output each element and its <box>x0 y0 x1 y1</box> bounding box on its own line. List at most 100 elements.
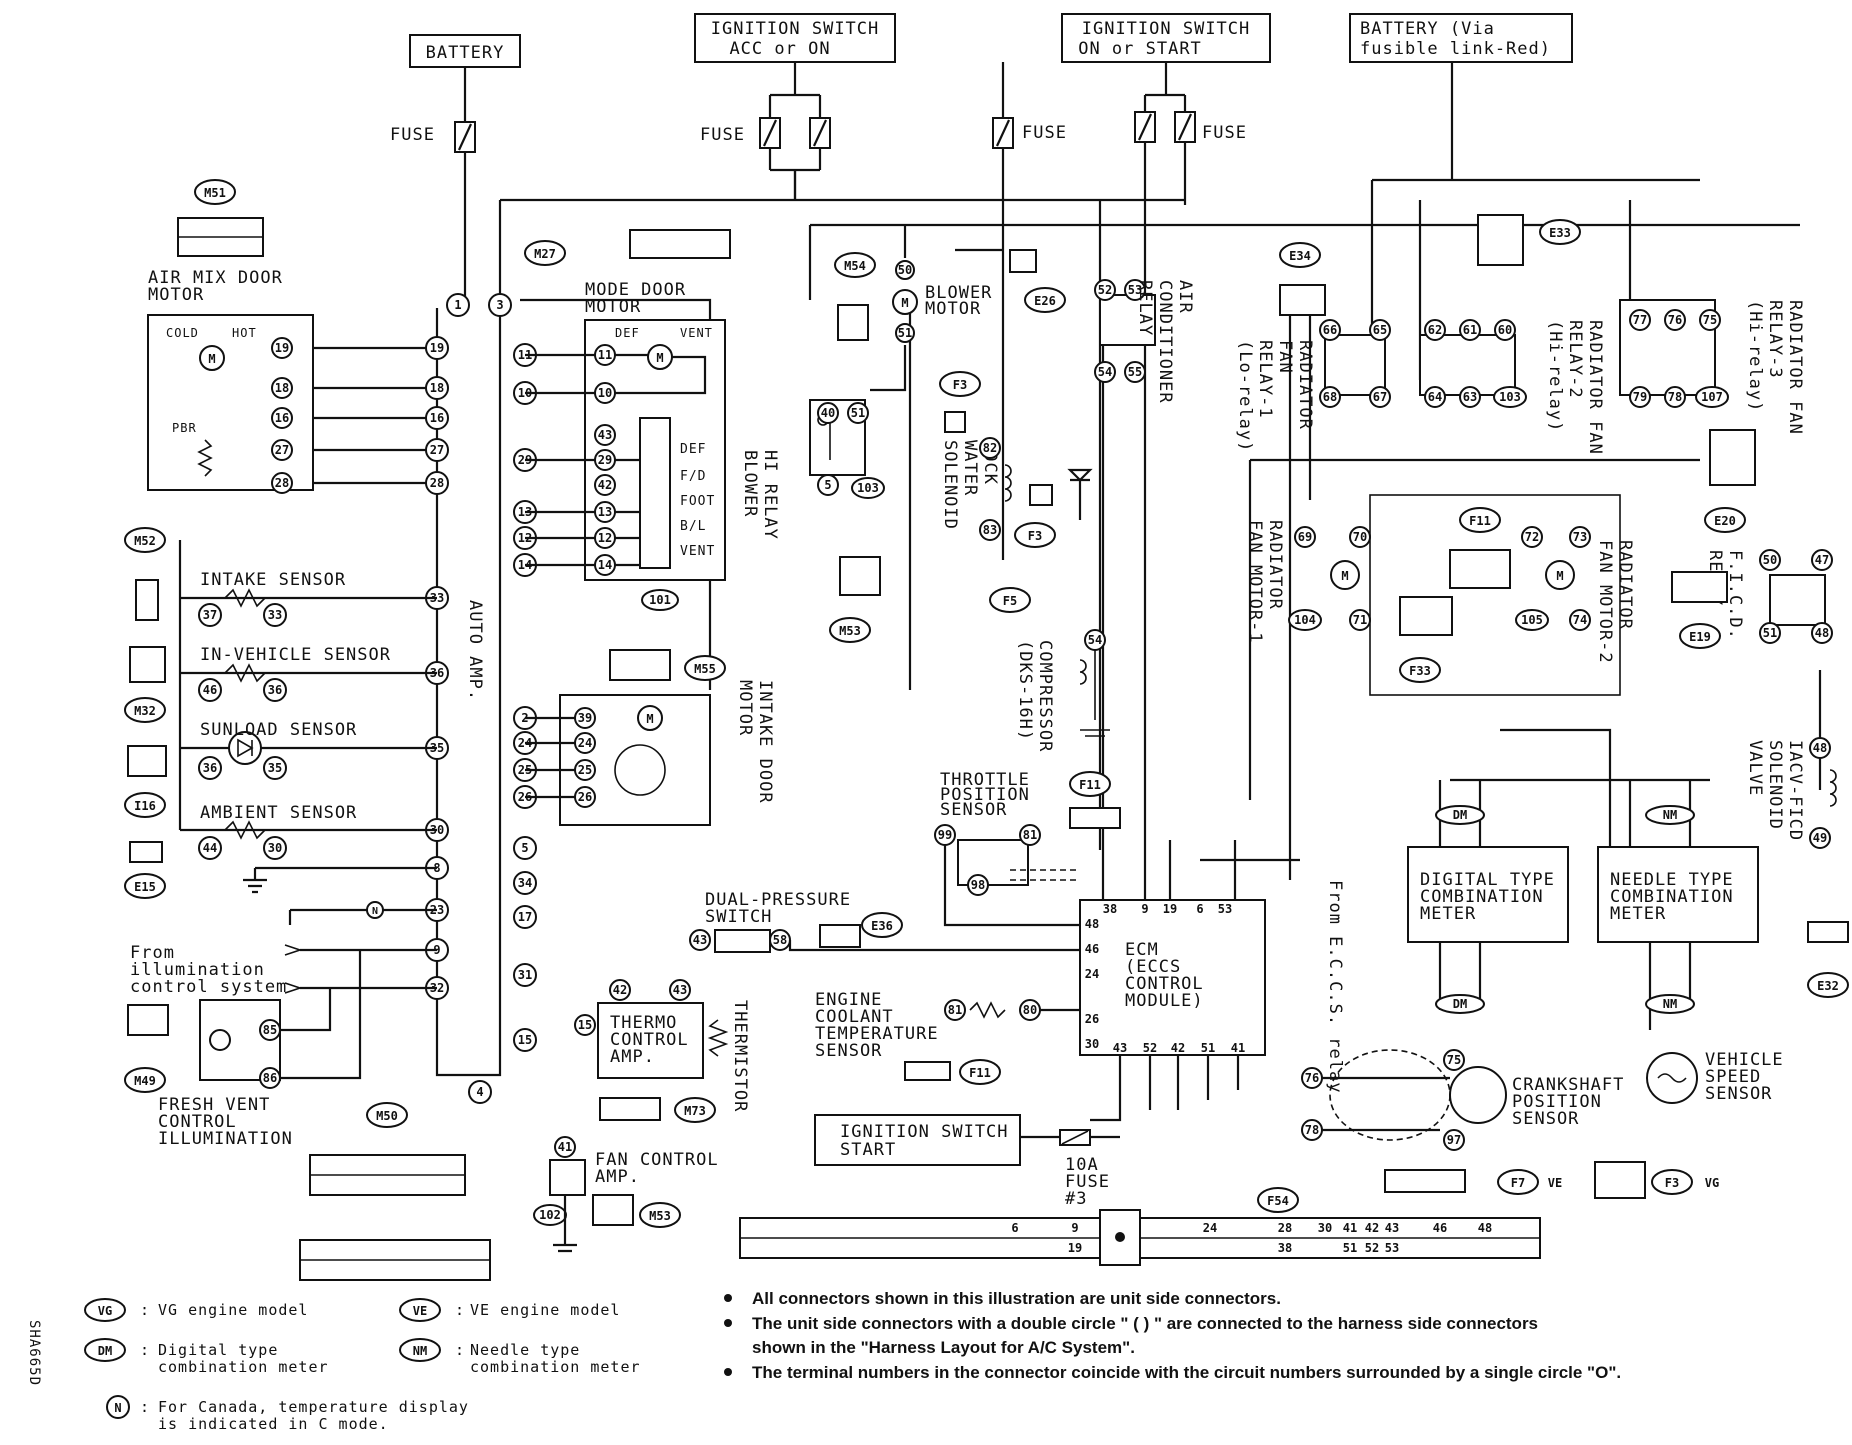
left-connector-badges: M52 M32 I16 E15 <box>124 527 167 899</box>
svg-text:AMP.: AMP. <box>595 1167 640 1187</box>
svg-text:For Canada, temperature displa: For Canada, temperature display <box>158 1398 469 1416</box>
svg-text:62: 62 <box>1428 323 1442 337</box>
svg-text:NM: NM <box>413 1344 427 1358</box>
svg-text:M50: M50 <box>376 1109 398 1123</box>
battery-label: BATTERY <box>426 43 505 63</box>
svg-text:VENT: VENT <box>680 326 713 340</box>
svg-text:42: 42 <box>1171 1041 1185 1055</box>
ecm-module: ECM (ECCS CONTROL MODULE) 38 9 19 6 53 4… <box>1079 899 1266 1122</box>
svg-text:28: 28 <box>430 476 444 490</box>
air-mix-motor: COLD HOT M PBR 19 18 16 27 28 <box>147 314 437 494</box>
svg-text:RELAY: RELAY <box>1135 280 1155 336</box>
dual-pressure-switch: DUAL-PRESSURE SWITCH 43 58 E36 <box>689 890 1080 953</box>
svg-text:F3: F3 <box>1665 1176 1679 1190</box>
svg-text:99: 99 <box>938 828 952 842</box>
svg-text:68: 68 <box>1323 390 1337 404</box>
fuse-ign-on: FUSE <box>1134 62 1246 900</box>
svg-text::: : <box>455 1341 465 1359</box>
svg-text:control system: control system <box>130 977 287 997</box>
vehicle-speed-sensor: VEHICLE SPEED SENSOR <box>1646 1050 1783 1104</box>
svg-text:26: 26 <box>1085 1012 1099 1026</box>
svg-text:SWITCH: SWITCH <box>705 907 772 927</box>
svg-text:76: 76 <box>1668 313 1682 327</box>
svg-text:START: START <box>840 1140 896 1160</box>
connector-M50: M50 <box>299 1102 491 1281</box>
svg-text:81: 81 <box>948 1003 962 1017</box>
svg-text:107: 107 <box>1701 390 1723 404</box>
fuse-ign-acc: FUSE <box>700 62 831 200</box>
svg-text:SOLENOID: SOLENOID <box>1765 740 1785 830</box>
svg-text:M73: M73 <box>684 1104 706 1118</box>
svg-text:10A: 10A <box>1065 1155 1099 1175</box>
svg-text:FUSE: FUSE <box>1065 1172 1110 1192</box>
svg-text:83: 83 <box>983 523 997 537</box>
svg-text:PBR: PBR <box>172 421 197 435</box>
svg-text:105: 105 <box>1521 613 1543 627</box>
svg-text:1: 1 <box>454 298 461 312</box>
svg-text:M: M <box>901 296 908 310</box>
svg-text:53: 53 <box>1385 1241 1399 1255</box>
svg-text:ON or START: ON or START <box>1078 39 1202 59</box>
svg-text:F.I.C.D.: F.I.C.D. <box>1725 550 1745 640</box>
svg-text::: : <box>455 1301 465 1319</box>
svg-text:30: 30 <box>1318 1221 1332 1235</box>
svg-text:48: 48 <box>1815 626 1829 640</box>
svg-text:10: 10 <box>598 386 612 400</box>
blower-motor: M54 M 50 51 BLOWER MOTOR <box>834 225 991 392</box>
svg-text:42: 42 <box>598 478 612 492</box>
harness-wires <box>435 62 1822 1077</box>
svg-text:From: From <box>130 943 175 963</box>
svg-text:M: M <box>1341 569 1348 583</box>
svg-text:F/D: F/D <box>680 469 706 484</box>
blower-hi-relay: 40 51 5 103 BLOWER HI RELAY M53 <box>740 399 885 643</box>
svg-text:FAN CONTROL: FAN CONTROL <box>595 1150 719 1170</box>
svg-text:42: 42 <box>613 983 627 997</box>
svg-text:M: M <box>646 712 653 726</box>
svg-text:76: 76 <box>1305 1071 1319 1085</box>
svg-text:15: 15 <box>518 1033 532 1047</box>
svg-text:INTAKE DOOR: INTAKE DOOR <box>755 680 775 804</box>
connector-M51: M51 <box>177 179 264 257</box>
svg-text:M51: M51 <box>204 186 226 200</box>
notes: All connectors shown in this illustratio… <box>724 1289 1621 1382</box>
svg-text:I16: I16 <box>134 799 156 813</box>
svg-text:VE: VE <box>1548 1176 1562 1190</box>
svg-text:NEEDLE TYPE: NEEDLE TYPE <box>1610 870 1734 890</box>
svg-text:78: 78 <box>1668 390 1682 404</box>
svg-text:SENSOR: SENSOR <box>815 1041 882 1061</box>
svg-text:53: 53 <box>1218 902 1232 916</box>
svg-text:M49: M49 <box>134 1074 156 1088</box>
svg-text:18: 18 <box>430 381 444 395</box>
svg-text:34: 34 <box>518 876 532 890</box>
svg-text:THROTTLE: THROTTLE <box>940 770 1030 790</box>
svg-text:67: 67 <box>1373 390 1387 404</box>
fan-motor-1: M 69 70 71 104 RADIATOR FAN MOTOR-1 <box>1245 520 1371 644</box>
svg-text:103: 103 <box>857 481 879 495</box>
svg-text:M32: M32 <box>134 704 156 718</box>
svg-text::: : <box>140 1398 150 1416</box>
svg-text:M54: M54 <box>844 259 866 273</box>
svg-text:THERMO: THERMO <box>610 1013 677 1033</box>
svg-text:43: 43 <box>673 983 687 997</box>
svg-text:HOT: HOT <box>232 326 257 340</box>
svg-text:103: 103 <box>1499 390 1521 404</box>
ficd-relay: 50 47 48 51 F.I.C.D. RELAY E19 <box>1671 549 1833 649</box>
svg-text:61: 61 <box>1463 323 1477 337</box>
svg-text:27: 27 <box>430 443 444 457</box>
svg-text:FUSE: FUSE <box>1022 123 1067 143</box>
svg-text:Needle type: Needle type <box>470 1341 580 1359</box>
svg-text:combination meter: combination meter <box>158 1358 329 1376</box>
svg-text:24: 24 <box>1203 1221 1217 1235</box>
svg-text:52: 52 <box>1365 1241 1379 1255</box>
mode-door-motor: M27 MODE DOOR MOTOR DEF VENT M 11 10 DEF… <box>524 229 731 611</box>
svg-text:(Hi-relay): (Hi-relay) <box>1745 300 1765 412</box>
auto-amp-right-pins: 11 10 29 13 12 14 2 24 25 26 5 34 17 31 … <box>468 343 537 1104</box>
svg-text:COMPRESSOR: COMPRESSOR <box>1035 640 1055 752</box>
svg-text:66: 66 <box>1323 323 1337 337</box>
svg-text:41: 41 <box>1231 1041 1245 1055</box>
ac-relay: E26 52 53 54 55 AIR CONDITIONER RELAY <box>1009 249 1195 404</box>
svg-text:102: 102 <box>539 1208 561 1222</box>
svg-text:E19: E19 <box>1689 630 1711 644</box>
svg-text:55: 55 <box>1128 365 1142 379</box>
